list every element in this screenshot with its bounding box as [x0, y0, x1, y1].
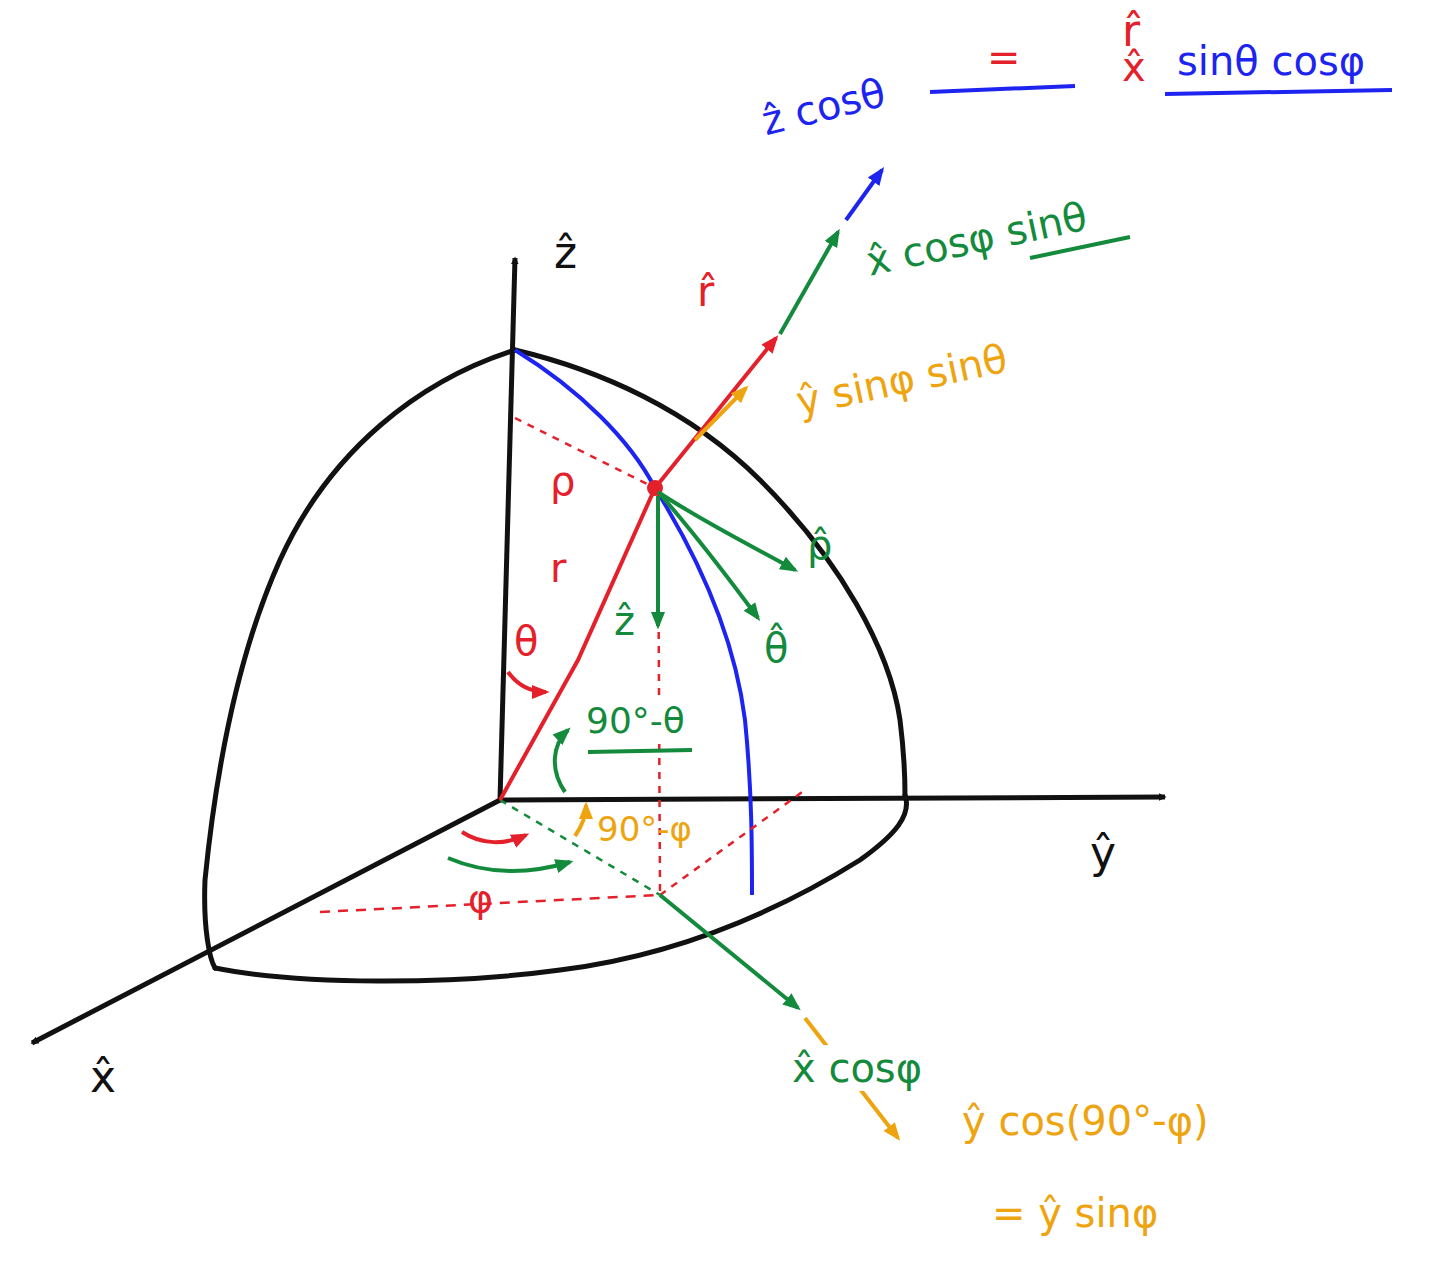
z-axis: [500, 258, 515, 800]
component-arrow: [846, 170, 882, 220]
component-term: ŷ sinφ sinθ: [790, 335, 1013, 425]
angle-label: θ: [512, 618, 540, 664]
component-term: = ŷ sinφ: [990, 1190, 1160, 1236]
z-hat-arrow: [656, 496, 660, 626]
unit-vector-label: r̂: [695, 268, 716, 316]
underline: [930, 86, 1075, 92]
angle-arc: [555, 730, 568, 792]
unit-vector-label: θ̂: [762, 625, 790, 671]
angle-label: 90°-φ: [595, 810, 694, 849]
unit-vector-label: x̂: [1120, 44, 1148, 90]
sphere-outline: [215, 795, 907, 981]
axis-label: ŷ: [1088, 828, 1118, 879]
underline: [588, 750, 692, 752]
underline: [1165, 90, 1392, 94]
distance-label: ρ: [548, 458, 577, 504]
component-term: sinθ cosφ: [1175, 38, 1367, 84]
x-axis: [32, 800, 500, 1043]
angle-label: 90°-θ: [584, 700, 687, 741]
component-term: x̂ cosφ sinθ: [860, 192, 1093, 285]
unit-vector-label: ẑ: [612, 598, 637, 644]
unit-vector-label: ρ̂: [805, 522, 834, 568]
construction-line: [515, 418, 655, 488]
component-term: ẑ cosθ: [755, 69, 892, 145]
distance-label: r: [548, 545, 568, 591]
component-arrow: [780, 232, 838, 334]
axis-label: ẑ: [552, 228, 579, 279]
meridian-curve: [515, 350, 752, 895]
component-arrow: [695, 388, 746, 440]
axis-label: x̂: [88, 1052, 118, 1103]
angle-arc: [575, 805, 586, 836]
component-arrow: [660, 895, 798, 1008]
angle-arc: [448, 858, 570, 871]
component-term: ŷ cos(90°-φ): [960, 1098, 1211, 1144]
angle-label: φ: [466, 878, 495, 922]
position-vector: [500, 338, 776, 800]
rho-hat-arrow: [658, 492, 795, 570]
component-term: x̂ cosφ: [790, 1045, 924, 1091]
equals-sign: =: [985, 34, 1023, 80]
y-axis: [500, 797, 1165, 800]
angle-arc: [462, 832, 526, 842]
theta-hat-arrow: [660, 494, 758, 618]
angle-arc: [508, 672, 546, 692]
